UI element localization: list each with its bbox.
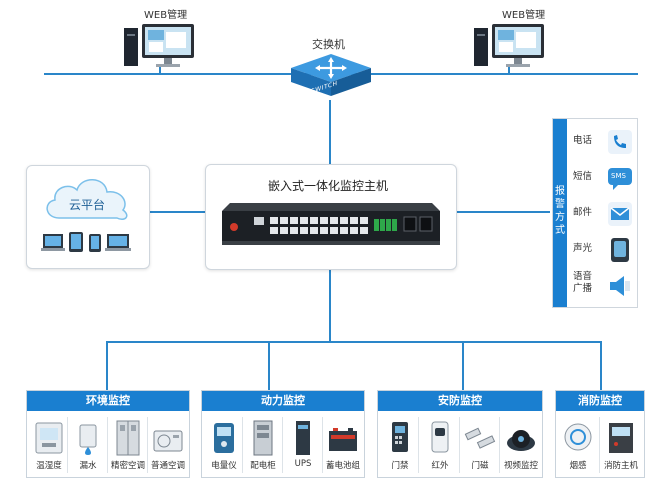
device-infrared[interactable]: 红外 (418, 417, 462, 473)
device-precision-ac[interactable]: 精密空调 (106, 417, 150, 473)
device-access-control[interactable]: 门禁 (378, 417, 422, 473)
device-fire-host[interactable]: 消防主机 (599, 417, 643, 473)
cloud-icon (46, 179, 128, 221)
alarm-item-label: 声光 (573, 243, 593, 254)
sms-text: SMS (611, 172, 626, 180)
fire-host-icon (609, 423, 633, 453)
device-ac[interactable]: 普通空调 (146, 417, 190, 473)
alarm-item-light[interactable]: 声光 (567, 235, 635, 269)
alarm-methods-panel[interactable]: 报警方式 电话 短信 SMS 邮件 声光 语音广播 (552, 118, 638, 308)
access-control-icon (392, 422, 408, 452)
alarm-title: 报警方式 (555, 186, 565, 236)
category-title: 消防监控 (556, 391, 644, 411)
host-device-icon (222, 203, 440, 245)
host-to-devices-line (329, 268, 331, 342)
drop-fire (600, 341, 602, 390)
device-label: 烟感 (569, 461, 587, 471)
sms-icon (608, 168, 632, 190)
web-pc-right[interactable]: WEB管理 (472, 6, 552, 68)
device-power-meter[interactable]: 电量仪 (202, 417, 246, 473)
switch-icon (291, 54, 371, 96)
desktop-computer-icon (124, 24, 194, 67)
category-title: 环境监控 (27, 391, 189, 411)
host-to-alarm-line (455, 211, 550, 213)
category-title: 安防监控 (378, 391, 542, 411)
device-label: 消防主机 (603, 461, 638, 471)
alarm-item-mail[interactable]: 邮件 (567, 199, 635, 233)
web-label-right: WEB管理 (502, 10, 546, 21)
device-label: 配电柜 (250, 461, 276, 471)
door-magnet-icon (464, 427, 496, 449)
cloud-platform-panel[interactable]: 云平台 (26, 165, 150, 269)
mail-icon (608, 202, 632, 226)
device-smoke-detector[interactable]: 烟感 (556, 417, 600, 473)
device-label: 漏水 (79, 461, 97, 471)
host-to-cloud-line (150, 211, 205, 213)
device-water-leak[interactable]: 漏水 (66, 417, 110, 473)
web-pc-left[interactable]: WEB管理 (122, 6, 202, 68)
device-label: 精密空调 (110, 461, 145, 471)
drop-power (268, 341, 270, 390)
power-meter-icon (214, 423, 234, 453)
device-battery[interactable]: 蓄电池组 (321, 417, 365, 473)
web-label-left: WEB管理 (144, 10, 188, 21)
devices-icon (41, 232, 131, 252)
device-label: 温湿度 (36, 461, 62, 471)
speaker-icon (610, 276, 630, 296)
category-security[interactable]: 安防监控 门禁 红外 门磁 视频监控 (377, 390, 543, 478)
device-ups[interactable]: UPS (281, 417, 325, 473)
drop-security (462, 341, 464, 390)
switch-label: 交换机 (312, 38, 345, 51)
device-thermo-hygrometer[interactable]: 温湿度 (27, 417, 71, 473)
alarm-item-sms[interactable]: 短信 SMS (567, 163, 635, 197)
device-camera[interactable]: 视频监控 (499, 417, 543, 473)
right-pc-drop-line (508, 64, 510, 74)
desktop-computer-icon (474, 24, 544, 67)
alarm-item-phone[interactable]: 电话 (567, 127, 635, 161)
network-switch[interactable]: SWITCH (289, 52, 373, 104)
switch-to-host-line (329, 100, 331, 164)
ac-icon (153, 430, 183, 452)
device-label: 红外 (431, 461, 449, 471)
category-title: 动力监控 (202, 391, 364, 411)
cloud-platform-label: 云平台 (69, 198, 106, 212)
device-label: UPS (294, 459, 312, 469)
category-environment[interactable]: 环境监控 温湿度 漏水 精密空调 普通空调 (26, 390, 190, 478)
smoke-detector-icon (564, 423, 592, 451)
battery-icon (329, 428, 357, 451)
water-leak-icon (79, 424, 97, 455)
device-label: 普通空调 (150, 461, 185, 471)
category-fire[interactable]: 消防监控 烟感 消防主机 (555, 390, 645, 478)
alarm-title-bar: 报警方式 (553, 119, 567, 307)
alarm-item-label: 邮件 (573, 207, 593, 218)
alarm-item-broadcast[interactable]: 语音广播 (567, 271, 635, 305)
distribution-cabinet-icon (253, 420, 273, 456)
alarm-item-label: 电话 (573, 135, 593, 146)
device-door-magnet[interactable]: 门磁 (458, 417, 502, 473)
infrared-sensor-icon (431, 421, 449, 453)
thermo-hygrometer-icon (35, 422, 63, 454)
drop-env (106, 341, 108, 390)
ups-icon (296, 421, 310, 455)
left-pc-drop-line (159, 64, 161, 74)
precision-ac-icon (116, 420, 140, 456)
device-label: 蓄电池组 (325, 461, 360, 471)
device-bus-line (106, 341, 602, 343)
host-title: 嵌入式一体化监控主机 (268, 179, 389, 193)
category-power[interactable]: 动力监控 电量仪 配电柜 UPS 蓄电池组 (201, 390, 365, 478)
camera-icon (507, 430, 535, 451)
phone-icon (608, 130, 632, 154)
device-label: 电量仪 (211, 461, 237, 471)
monitoring-host-panel[interactable]: 嵌入式一体化监控主机 (205, 164, 457, 270)
light-alarm-icon (611, 238, 629, 262)
alarm-item-label: 语音广播 (573, 271, 593, 294)
device-label: 门禁 (391, 461, 409, 471)
device-label: 视频监控 (503, 461, 538, 471)
device-distribution-cabinet[interactable]: 配电柜 (241, 417, 285, 473)
alarm-item-label: 短信 (573, 171, 593, 182)
device-label: 门磁 (471, 461, 489, 471)
